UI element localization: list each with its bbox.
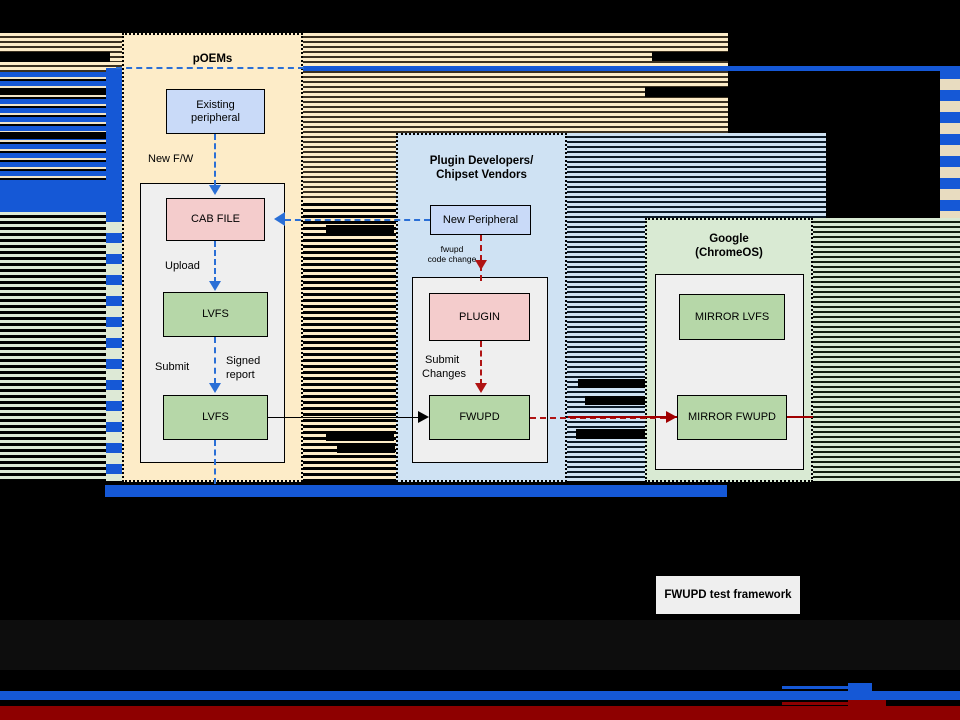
lane-plugin-title-line1: Plugin Developers/ [429,155,534,167]
glitch-band-left-green [0,212,106,482]
glitch-blue-right-dots [940,68,960,218]
lane-google-title-line2: (ChromeOS) [695,247,763,259]
glitch-band-left-bluedots [106,212,123,482]
edge-cab-to-lvfs [214,241,216,283]
glitch-band-left-black2 [0,88,106,95]
lane-poems-title: pOEMs [192,53,233,65]
node-lvfs-submit[interactable]: LVFS [163,395,268,440]
glitch-blackbar-plugin3 [576,429,646,439]
node-new-peripheral[interactable]: New Peripheral [430,205,531,235]
edge-label-new-fw: New F/W [148,153,194,165]
arrowhead-newperipheral-to-plugin [475,260,487,270]
node-existing-peripheral-line1: Existing [196,98,235,111]
edge-lvfs-tail-down [214,440,216,484]
glitch-band-left-blue [0,72,106,202]
edge-fwupd-to-mirror-fwupd [530,417,666,419]
glitch-band-left-bluecol [106,68,122,220]
arrowhead-lvfs-to-fwupd [418,411,429,423]
glitch-blackbar-top1 [652,52,760,61]
glitch-blackbar-plugin2 [585,396,646,405]
glitch-band-plugin-smear-wide [646,133,826,218]
arrowhead-plugin-to-fwupd [475,383,487,393]
edge-label-submit-changes-line2: Changes [422,368,467,380]
lane-google-title-line1: Google [709,233,749,245]
glitch-blue-bar-bottom1 [105,485,727,491]
edge-newperipheral-to-cab [285,219,430,221]
node-existing-peripheral[interactable]: Existing peripheral [166,89,265,134]
glitch-band-left-cream2 [0,62,122,72]
node-fwupd[interactable]: FWUPD [429,395,530,440]
edge-plugin-to-fwupd [480,341,482,385]
node-mirror-fwupd[interactable]: MIRROR FWUPD [677,395,787,440]
node-plugin[interactable]: PLUGIN [429,293,530,341]
node-existing-peripheral-line2: peripheral [191,111,240,124]
edge-newperipheral-to-plugin [480,235,482,281]
edge-label-fwupd-code-change-line1: fwupd [440,244,464,254]
edge-label-signed-report-line2: report [226,369,255,381]
arrowhead-existing-to-cab [209,185,221,195]
glitch-band-left-blue2 [0,180,108,212]
node-cab-file[interactable]: CAB FILE [166,198,265,241]
edge-label-upload: Upload [165,260,200,272]
edge-label-signed-report-line1: Signed [226,355,261,367]
glitch-band-poems-smear-dark [303,200,396,481]
arrowhead-fwupd-to-mirror-fwupd [666,411,677,423]
edge-lvfs-to-lvfs [214,337,216,384]
glitch-blackbar-top2 [645,87,825,97]
glitch-band-left-cream [0,33,122,69]
glitch-blue-rule-top [303,66,960,71]
glitch-blackbar-cab [326,225,394,234]
glitch-blackbar-lvfs1 [326,432,394,441]
node-lvfs-upload[interactable]: LVFS [163,292,268,337]
edge-label-fwupd-code-change-line2: code change [427,254,477,264]
node-fwupd-test-framework[interactable]: FWUPD test framework [656,576,800,614]
bottom-dark-region-2 [0,620,960,670]
edge-newperipheral-to-cab-left-stub [116,67,304,69]
edge-label-submit: Submit [155,361,190,373]
edge-existing-to-cab [214,134,216,186]
arrowhead-lvfs-to-lvfs [209,383,221,393]
edge-lvfs-to-fwupd [268,417,418,418]
glitch-blackbar-lvfs2 [337,444,395,453]
node-mirror-lvfs[interactable]: MIRROR LVFS [679,294,785,340]
arrowhead-newperipheral-to-cab [274,212,285,226]
glitch-band-left-black1 [0,52,110,62]
glitch-band-left-black3 [0,132,106,139]
glitch-band-plugin-smear [567,133,646,481]
glitch-band-google-smear [813,218,960,481]
glitch-band-google-smear2 [826,218,960,481]
glitch-blackbar-plugin1 [578,379,646,388]
lane-plugin-title-line2: Chipset Vendors [436,169,527,181]
bottom-dark-region [0,497,960,720]
arrowhead-cab-to-lvfs [209,281,221,291]
edge-label-submit-changes-line1: Submit [425,354,460,366]
